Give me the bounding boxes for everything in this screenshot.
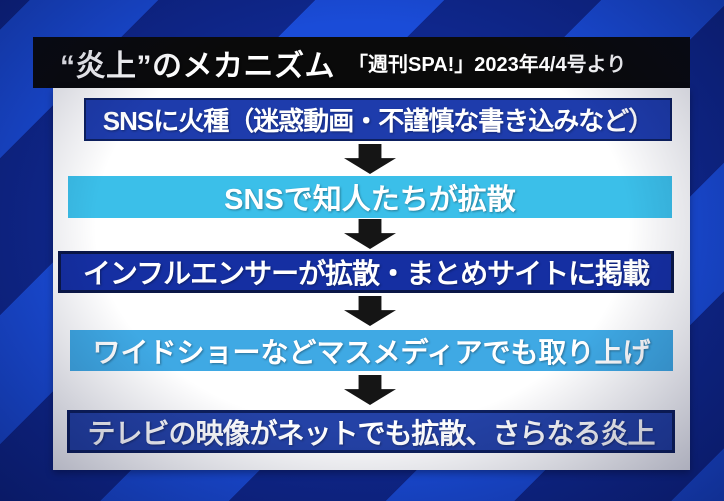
- flow-step-4: ワイドショーなどマスメディアでも取り上げ: [70, 330, 673, 371]
- page-title: “炎上”のメカニズム: [60, 49, 335, 83]
- title-bar: “炎上”のメカニズム 「週刊SPA!」2023年4/4号より: [33, 37, 690, 88]
- flow-step-3: インフルエンサーが拡散・まとめサイトに掲載: [58, 251, 674, 293]
- source-citation: 「週刊SPA!」2023年4/4号より: [348, 54, 627, 76]
- down-arrow-icon: [344, 375, 396, 405]
- down-arrow-icon: [344, 296, 396, 326]
- down-arrow-icon: [344, 144, 396, 174]
- flow-step-1: SNSに火種（迷惑動画・不謹慎な書き込みなど）: [84, 98, 672, 141]
- flow-step-2: SNSで知人たちが拡散: [68, 176, 672, 218]
- down-arrow-icon: [344, 219, 396, 249]
- flow-step-5: テレビの映像がネットでも拡散、さらなる炎上: [67, 410, 675, 453]
- flow-panel: SNSに火種（迷惑動画・不謹慎な書き込みなど） SNSで知人たちが拡散 インフル…: [53, 88, 690, 470]
